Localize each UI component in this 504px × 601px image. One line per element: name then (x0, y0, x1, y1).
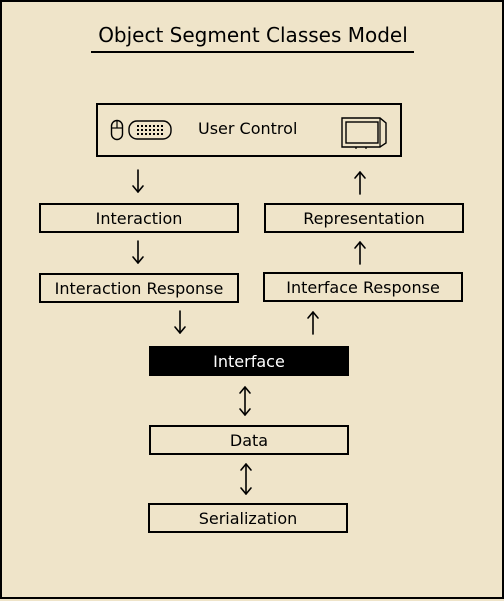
node-interface: Interface (149, 346, 349, 376)
arrow-interface-to-interface-response (307, 311, 319, 335)
arrow-interface-data-bidirectional (239, 386, 251, 416)
title-underline (91, 51, 414, 53)
node-interaction-response: Interaction Response (39, 273, 239, 303)
node-representation: Representation (264, 203, 464, 233)
mouse-icon (110, 119, 124, 141)
node-interface-response: Interface Response (263, 272, 463, 302)
arrow-representation-to-user-control (354, 171, 366, 195)
arrow-interaction-to-interaction-response (132, 240, 144, 264)
user-control-label: User Control (198, 119, 298, 138)
node-data: Data (149, 425, 349, 455)
arrow-interaction-response-to-interface (174, 310, 186, 334)
arrow-interface-response-to-representation (354, 241, 366, 265)
node-serialization: Serialization (148, 503, 348, 533)
arrow-user-control-to-interaction (132, 169, 144, 193)
user-control-box: User Control (96, 103, 402, 157)
diagram-title: Object Segment Classes Model (98, 23, 408, 47)
monitor-icon (341, 117, 387, 149)
keyboard-icon (128, 120, 172, 140)
node-interaction: Interaction (39, 203, 239, 233)
arrow-data-serialization-bidirectional (240, 463, 252, 495)
